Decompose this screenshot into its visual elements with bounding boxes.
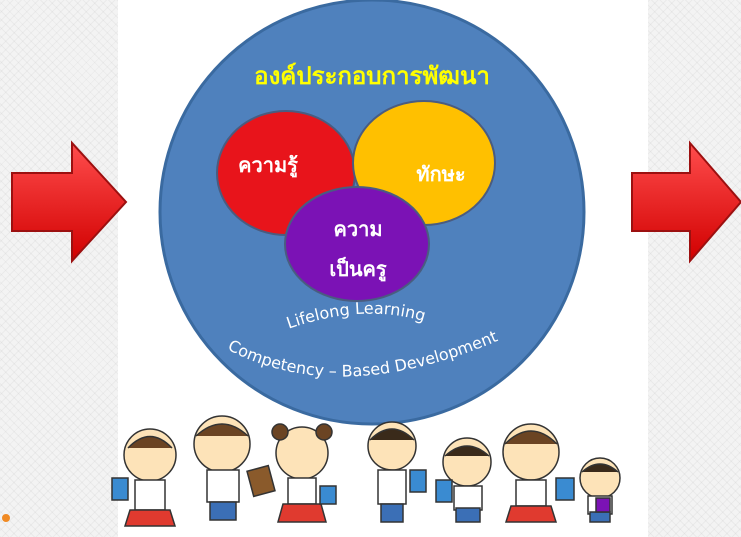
- child-figure: [502, 423, 575, 523]
- teacher-spirit-circle: [284, 186, 430, 302]
- teacher-spirit-label-line1: ความ: [333, 217, 382, 241]
- child-figure: [367, 421, 427, 523]
- child-figure: [579, 457, 621, 523]
- diagram-title: องค์ประกอบการพัฒนา: [254, 62, 490, 90]
- knowledge-label: ความรู้: [238, 153, 298, 179]
- left-arrow-icon: [11, 140, 128, 264]
- bullet-dot: [2, 514, 10, 522]
- child-figure: [435, 437, 492, 523]
- children-illustration: [111, 415, 621, 527]
- child-figure: [111, 428, 177, 527]
- skill-label: ทักษะ: [416, 162, 465, 186]
- child-figure: [193, 415, 276, 521]
- teacher-spirit-label-line2: เป็นครู: [329, 256, 387, 283]
- child-figure: [271, 423, 337, 523]
- right-arrow-icon: [631, 140, 741, 264]
